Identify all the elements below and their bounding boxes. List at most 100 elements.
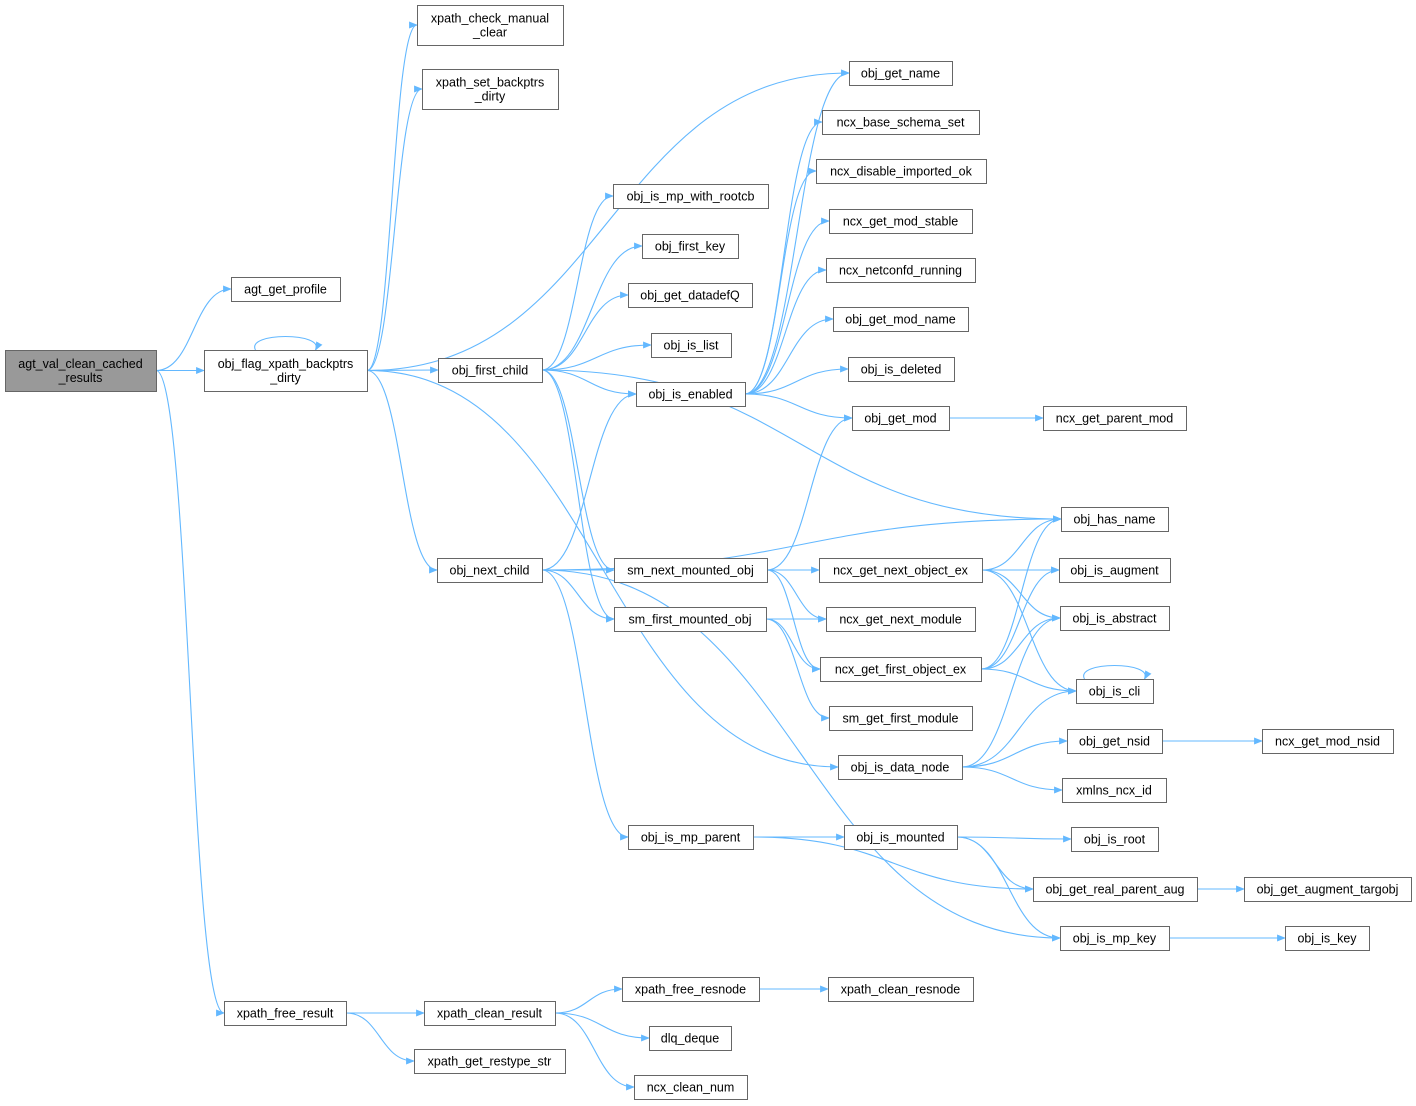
node-obj-is-abstract[interactable]: obj_is_abstract (1060, 606, 1170, 631)
node-label: obj_has_name (1073, 513, 1155, 527)
node-obj-is-root[interactable]: obj_is_root (1071, 827, 1159, 852)
node-label: xpath_clean_result (437, 1007, 542, 1021)
node-ncx-get-next-object-ex[interactable]: ncx_get_next_object_ex (819, 558, 983, 583)
edge-sm-next-mounted-obj-to-ncx-get-next-module (766, 569, 827, 623)
node-label: sm_get_first_module (842, 712, 958, 726)
edge-obj-first-child-to-obj-is-enabled (541, 369, 637, 398)
node-ncx-get-first-object-ex[interactable]: ncx_get_first_object_ex (820, 657, 982, 682)
node-ncx-get-mod-nsid[interactable]: ncx_get_mod_nsid (1262, 729, 1394, 754)
node-xpath-free-resnode[interactable]: xpath_free_resnode (622, 977, 760, 1002)
node-sm-next-mounted-obj[interactable]: sm_next_mounted_obj (614, 558, 768, 583)
node-label: obj_get_real_parent_aug (1045, 883, 1184, 897)
edge-obj-is-enabled-to-ncx-disable-imported-ok (744, 167, 817, 395)
node-xpath-free-result[interactable]: xpath_free_result (224, 1001, 347, 1026)
node-box (1062, 778, 1167, 803)
node-obj-is-deleted[interactable]: obj_is_deleted (848, 357, 955, 382)
node-xpath-clean-resnode[interactable]: xpath_clean_resnode (828, 977, 974, 1002)
node-label: ncx_clean_num (647, 1081, 735, 1095)
node-obj-get-mod-name[interactable]: obj_get_mod_name (833, 307, 969, 332)
node-obj-is-list[interactable]: obj_is_list (651, 333, 732, 358)
node-agt-get-profile[interactable]: agt_get_profile (231, 277, 341, 302)
node-ncx-clean-num[interactable]: ncx_clean_num (634, 1075, 748, 1100)
node-obj-first-child[interactable]: obj_first_child (438, 358, 543, 383)
node-obj-has-name[interactable]: obj_has_name (1061, 507, 1169, 532)
node-box (614, 558, 768, 583)
node-box (437, 558, 543, 583)
node-ncx-netconfd-running[interactable]: ncx_netconfd_running (826, 258, 976, 283)
edge-obj-is-enabled-to-obj-get-name (744, 69, 850, 395)
node-obj-get-datadefQ[interactable]: obj_get_datadefQ (628, 283, 753, 308)
node-label: ncx_get_parent_mod (1056, 412, 1173, 426)
edge-obj-is-enabled-to-ncx-get-mod-stable (744, 217, 830, 395)
node-label: obj_is_list (664, 339, 719, 353)
node-ncx-get-mod-stable[interactable]: ncx_get_mod_stable (829, 209, 973, 234)
node-agt-val-clean-cached-results[interactable]: agt_val_clean_cached_results (5, 350, 157, 392)
node-label: obj_flag_xpath_backptrs (218, 357, 354, 371)
node-obj-is-cli[interactable]: obj_is_cli (1076, 679, 1154, 704)
edge-obj-is-enabled-to-obj-get-mod-name (744, 315, 834, 395)
node-label: xpath_check_manual (431, 12, 549, 26)
node-obj-is-augment[interactable]: obj_is_augment (1059, 558, 1171, 583)
node-obj-get-real-parent-aug[interactable]: obj_get_real_parent_aug (1033, 877, 1198, 902)
node-obj-is-data-node[interactable]: obj_is_data_node (838, 755, 963, 780)
node-label: ncx_get_next_object_ex (833, 564, 969, 578)
node-label: sm_next_mounted_obj (627, 564, 753, 578)
node-box (844, 825, 958, 850)
node-label: ncx_netconfd_running (839, 264, 962, 278)
edge-obj-is-data-node-to-obj-is-abstract (961, 614, 1061, 768)
node-obj-is-mounted[interactable]: obj_is_mounted (844, 825, 958, 850)
node-xmlns-ncx-id[interactable]: xmlns_ncx_id (1062, 778, 1167, 803)
node-xpath-set-backptrs-dirty[interactable]: xpath_set_backptrs_dirty (422, 69, 559, 110)
node-label: obj_get_mod (864, 412, 936, 426)
node-ncx-get-next-module[interactable]: ncx_get_next_module (826, 607, 976, 632)
node-obj-is-mp-parent[interactable]: obj_is_mp_parent (628, 825, 754, 850)
node-label: obj_is_root (1084, 833, 1146, 847)
edge-obj-is-cli-to-obj-is-cli (1083, 664, 1152, 680)
node-obj-is-mp-with-rootcb[interactable]: obj_is_mp_with_rootcb (613, 184, 769, 209)
node-box (833, 307, 969, 332)
node-obj-flag-xpath-backptrs-dirty[interactable]: obj_flag_xpath_backptrs_dirty (204, 350, 368, 392)
node-label: _dirty (474, 90, 506, 104)
node-xpath-get-restype-str[interactable]: xpath_get_restype_str (414, 1049, 566, 1074)
node-obj-get-name[interactable]: obj_get_name (849, 61, 953, 86)
node-obj-is-mp-key[interactable]: obj_is_mp_key (1060, 926, 1170, 951)
node-box (1033, 877, 1198, 902)
node-box (1244, 877, 1412, 902)
node-obj-is-enabled[interactable]: obj_is_enabled (636, 382, 746, 407)
node-xpath-check-manual-clear[interactable]: xpath_check_manual_clear (417, 5, 564, 46)
node-box (852, 406, 950, 431)
node-label: obj_is_mp_parent (641, 831, 741, 845)
node-label: agt_val_clean_cached (18, 357, 142, 371)
edge-ncx-get-first-object-ex-to-obj-is-augment (980, 566, 1060, 670)
node-ncx-get-parent-mod[interactable]: ncx_get_parent_mod (1043, 406, 1187, 431)
node-obj-get-mod[interactable]: obj_get_mod (852, 406, 950, 431)
node-label: xpath_get_restype_str (428, 1055, 552, 1069)
node-box (1071, 827, 1159, 852)
node-obj-get-nsid[interactable]: obj_get_nsid (1067, 729, 1163, 754)
node-box (819, 558, 983, 583)
node-dlq-deque[interactable]: dlq_deque (649, 1026, 732, 1051)
node-label: obj_get_nsid (1079, 735, 1150, 749)
node-box (1285, 926, 1370, 951)
node-ncx-base-schema-set[interactable]: ncx_base_schema_set (822, 110, 980, 135)
node-obj-is-key[interactable]: obj_is_key (1285, 926, 1370, 951)
edge-obj-next-child-to-sm-first-mounted-obj (541, 569, 615, 623)
node-box (231, 277, 341, 302)
node-obj-next-child[interactable]: obj_next_child (437, 558, 543, 583)
node-label: xpath_free_result (237, 1007, 334, 1021)
node-sm-get-first-module[interactable]: sm_get_first_module (829, 706, 973, 731)
node-obj-get-augment-targobj[interactable]: obj_get_augment_targobj (1244, 877, 1412, 902)
node-label: ncx_base_schema_set (837, 116, 965, 130)
node-obj-first-key[interactable]: obj_first_key (642, 234, 739, 259)
edge-obj-is-mounted-to-obj-is-mp-key (956, 836, 1061, 942)
edge-xpath-free-result-to-xpath-get-restype-str (345, 1012, 415, 1065)
node-sm-first-mounted-obj[interactable]: sm_first_mounted_obj (614, 607, 767, 632)
edge-obj-first-child-to-obj-first-key (541, 242, 643, 371)
node-xpath-clean-result[interactable]: xpath_clean_result (424, 1001, 556, 1026)
node-label: obj_get_augment_targobj (1257, 883, 1399, 897)
edge-obj-is-data-node-to-obj-get-nsid (961, 737, 1068, 768)
node-ncx-disable-imported-ok[interactable]: ncx_disable_imported_ok (816, 159, 987, 184)
node-box (829, 209, 973, 234)
node-box (634, 1075, 748, 1100)
